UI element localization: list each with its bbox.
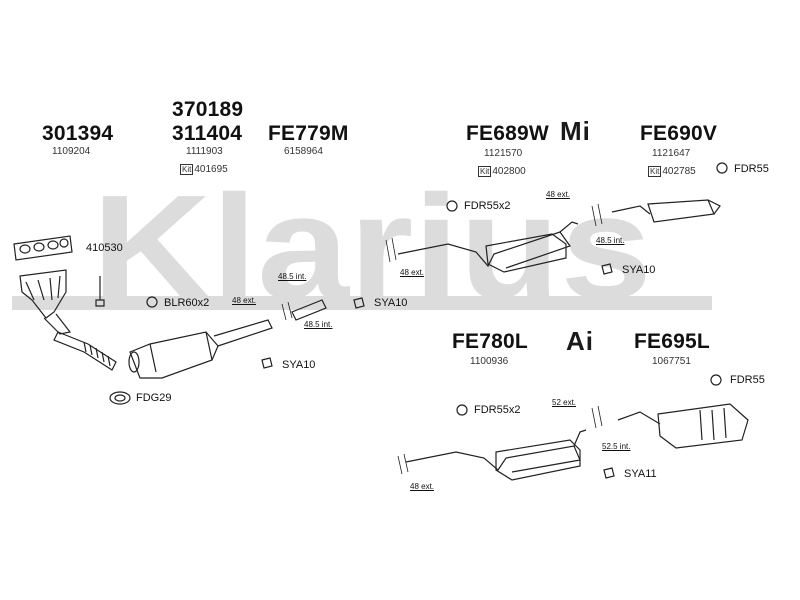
catalytic-converter	[128, 319, 273, 379]
dim-label: 48.5 int.	[304, 320, 333, 329]
front-pipe	[53, 331, 117, 371]
part-number-fe690v: FE690V	[640, 122, 718, 145]
dim-label: 48 ext.	[400, 268, 425, 277]
connector-pipe	[291, 299, 327, 321]
part-number-fe695l: FE695L	[634, 330, 710, 353]
ref-number-311404: 1111903	[186, 146, 223, 157]
exhaust-manifold	[19, 269, 72, 335]
ref-number-fe690v: 1121647	[652, 148, 691, 159]
watermark-bar	[12, 296, 712, 310]
gasket-fdg29	[109, 391, 131, 405]
kit-badge: Kit	[648, 166, 662, 177]
kit-badge: Kit	[180, 164, 194, 175]
dim-label: 48 ext.	[546, 190, 571, 199]
label-fdr55x2-a: FDR55x2	[464, 200, 511, 212]
label-fdg29: FDG29	[136, 392, 172, 404]
dim-label: 48 ext.	[232, 296, 257, 305]
label-fdr55x2-b: FDR55x2	[474, 404, 521, 416]
part-number-311404: 311404	[172, 122, 243, 145]
part-number-fe689w: FE689W	[466, 122, 549, 145]
manifold-gasket	[13, 235, 73, 261]
ref-number-fe779m: 6158964	[284, 146, 323, 157]
part-number-301394: 301394	[42, 122, 114, 145]
label-sya11: SYA11	[624, 468, 657, 480]
part-number-370189: 370189	[172, 98, 244, 121]
mi-logo	[558, 122, 602, 148]
part-number-fe779m: FE779M	[268, 122, 349, 145]
ref-number-fe780l: 1100936	[470, 356, 509, 367]
middle-silencer-fe780l	[405, 429, 587, 481]
ai-logo-text: Ai	[566, 326, 594, 356]
label-sya10-b: SYA10	[282, 359, 316, 371]
rubber-mounts	[146, 162, 728, 479]
dim-label: 48.5 int.	[596, 236, 625, 245]
middle-silencer-fe689w	[397, 221, 579, 273]
rear-silencer-fe690v	[611, 199, 721, 223]
dim-label: 48.5 int.	[278, 272, 307, 281]
label-blr60x2: BLR60x2	[164, 297, 210, 309]
dim-label: 52 ext.	[552, 398, 577, 407]
label-sya10-a: SYA10	[374, 297, 408, 309]
kit-badge: Kit	[478, 166, 492, 177]
rear-silencer-fe695l	[617, 403, 749, 449]
ref-number-fe689w: 1121570	[484, 148, 523, 159]
ref-number-fe695l: 1067751	[652, 356, 691, 367]
label-fdr55-b: FDR55	[730, 374, 765, 386]
label-410530: 410530	[86, 242, 123, 254]
part-number-fe780l: FE780L	[452, 330, 528, 353]
ref-number-301394: 1109204	[52, 146, 91, 157]
sensor	[95, 276, 105, 307]
label-sya10-c: SYA10	[622, 264, 656, 276]
mi-logo-text: Mi	[560, 116, 591, 146]
dim-label: 48 ext.	[410, 482, 435, 491]
dim-label: 52.5 int.	[602, 442, 631, 451]
label-fdr55-a: FDR55	[734, 163, 769, 175]
dimension-ticks	[281, 203, 603, 475]
